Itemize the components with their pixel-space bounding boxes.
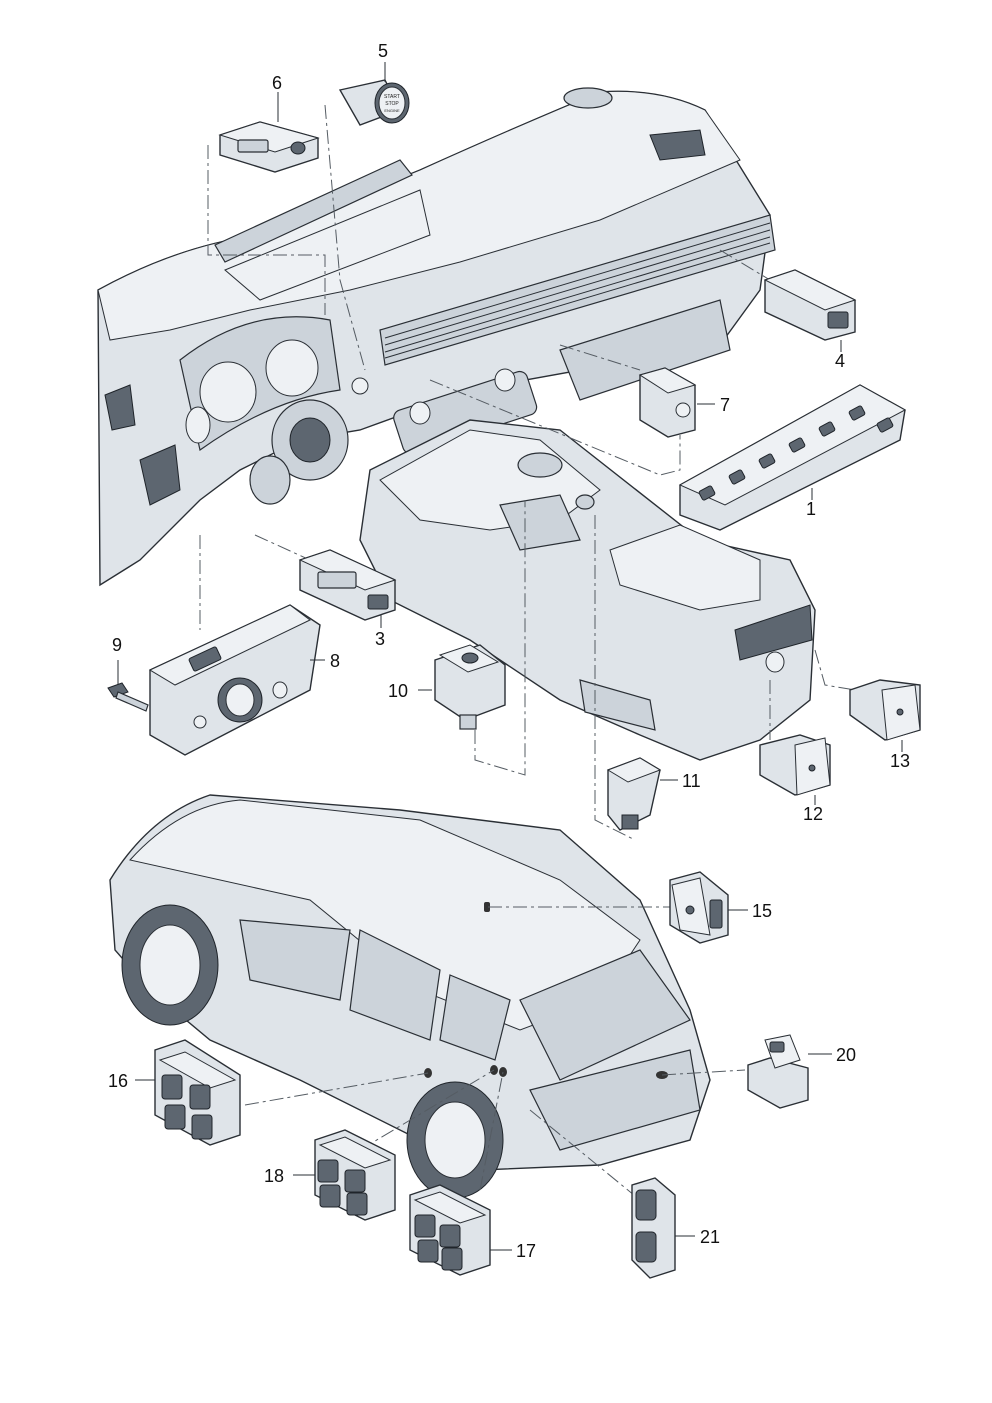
rear-vent [734,604,813,673]
part-18-window-switch[interactable] [314,1129,396,1221]
callout-7: 7 [720,395,731,415]
part-13-seat-heating-switch[interactable] [849,679,921,741]
label-leader-ticks [135,62,903,1251]
side-windows [239,919,511,1061]
part-12-seat-heating-switch[interactable] [759,734,831,796]
callout-6: 6 [272,73,283,93]
part-3-switch[interactable] [298,549,397,621]
callout-8: 8 [330,651,341,671]
part-5-start-stop-button[interactable]: START STOP ENGINE [338,79,410,126]
part-15-switch[interactable] [669,871,729,944]
engine-label: ENGINE [384,108,400,113]
callout-16: 16 [108,1071,129,1091]
callout-1: 1 [806,499,817,519]
part-1-switch-panel[interactable] [678,384,907,531]
dashboard-illustration [97,87,776,587]
stop-label: STOP [385,101,399,107]
callout-4: 4 [835,351,846,371]
callout-11: 11 [682,771,701,791]
part-9-screw[interactable] [107,660,149,712]
part-6-switch[interactable] [218,121,320,173]
instrument-cluster [179,316,341,452]
panel-buttons [698,405,894,501]
center-console-illustration [359,419,816,761]
part-11-switch[interactable] [606,757,662,831]
start-label: START [384,94,400,100]
callout-3: 3 [375,629,386,649]
part-8-light-switch[interactable] [148,604,321,756]
callout-5: 5 [378,41,389,61]
reference-lines [199,104,856,1201]
vehicle-illustration [109,794,711,1199]
rotary-knob [217,677,263,723]
part-16-window-switch[interactable] [154,1039,241,1146]
callout-9: 9 [112,635,123,655]
part-4-switch[interactable] [763,269,857,341]
callout-17: 17 [516,1241,537,1261]
callout-15: 15 [752,901,773,921]
front-wheel [121,904,219,1026]
callout-21: 21 [700,1227,721,1247]
callout-12: 12 [803,804,824,824]
callout-10: 10 [388,681,409,701]
air-vent-strip [379,214,776,366]
part-17-window-switch[interactable] [409,1184,491,1276]
callout-13: 13 [890,751,911,771]
callout-20: 20 [836,1045,857,1065]
steering-column [249,399,349,505]
part-21-switch[interactable] [631,1177,676,1279]
part-7-switch[interactable] [638,367,697,438]
rear-wheel [406,1081,504,1199]
part-10-switch[interactable] [434,644,506,730]
callout-18: 18 [264,1166,285,1186]
part-20-tailgate-switch[interactable] [747,1034,809,1109]
